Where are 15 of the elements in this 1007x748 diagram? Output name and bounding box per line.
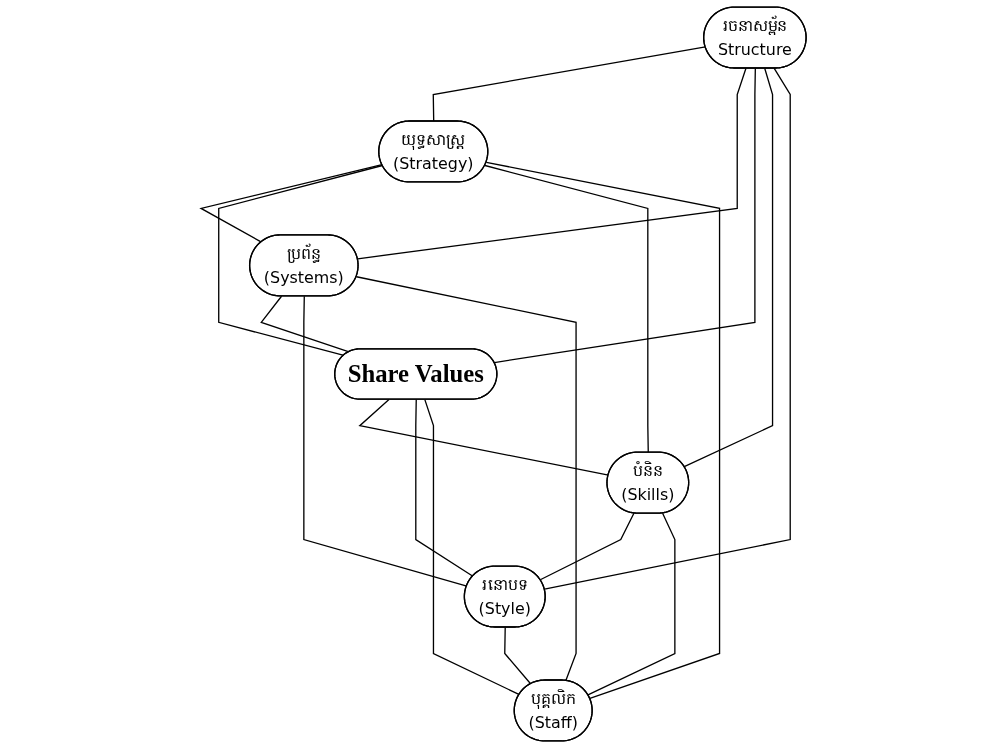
- connector: [424, 398, 520, 696]
- connector: [485, 161, 721, 700]
- connector: [415, 398, 474, 577]
- connector: [504, 626, 532, 685]
- connector: [683, 67, 774, 468]
- connector: [587, 512, 676, 696]
- connector: [493, 67, 756, 364]
- connector: [260, 295, 350, 353]
- connector: [218, 164, 384, 357]
- connector: [356, 67, 747, 260]
- connector: [543, 67, 791, 590]
- connector: [199, 163, 383, 243]
- connector: [539, 512, 635, 581]
- connector: [355, 276, 577, 682]
- connector: [484, 164, 649, 454]
